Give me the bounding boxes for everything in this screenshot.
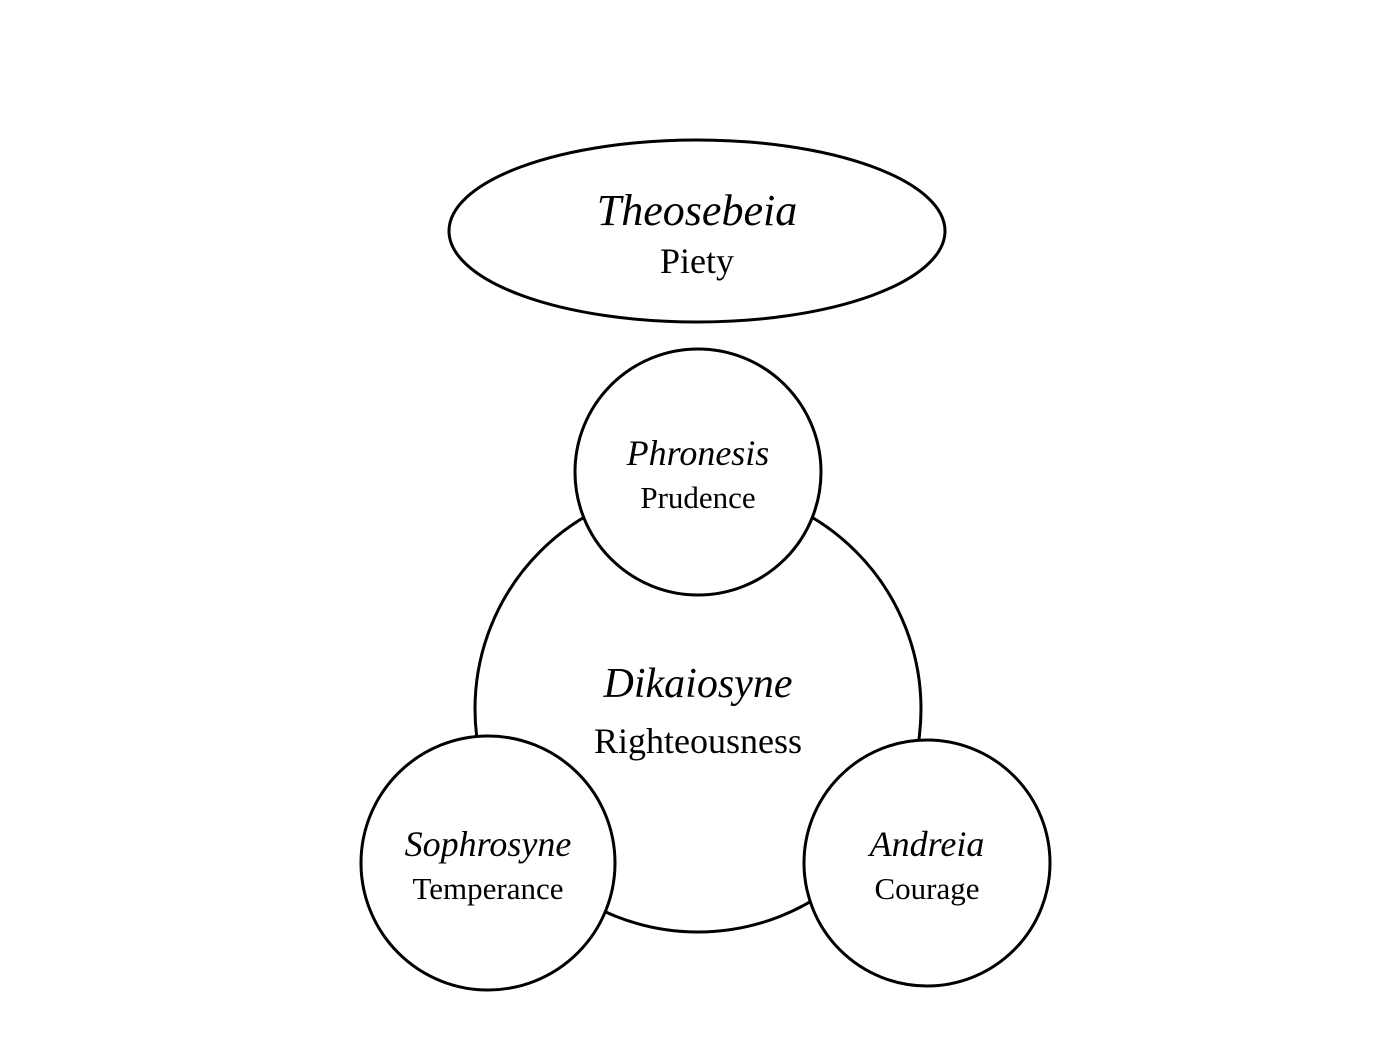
piety-greek-label: Theosebeia (597, 186, 797, 235)
righteousness-greek-label: Dikaiosyne (603, 661, 793, 707)
temperance-circle (359, 734, 617, 992)
courage-node: Andreia Courage (802, 738, 1052, 988)
courage-english-label: Courage (874, 871, 979, 906)
temperance-node: Sophrosyne Temperance (359, 734, 617, 992)
temperance-greek-label: Sophrosyne (405, 824, 572, 864)
temperance-english-label: Temperance (412, 871, 563, 906)
prudence-greek-label: Phronesis (626, 433, 770, 473)
righteousness-labels: Dikaiosyne Righteousness (594, 661, 802, 761)
piety-english-label: Piety (660, 241, 734, 281)
prudence-node: Phronesis Prudence (573, 347, 823, 597)
prudence-english-label: Prudence (640, 480, 755, 515)
righteousness-english-label: Righteousness (594, 721, 802, 761)
piety-ellipse (447, 138, 947, 324)
prudence-circle (573, 347, 823, 597)
piety-node: Theosebeia Piety (447, 138, 947, 324)
courage-circle (802, 738, 1052, 988)
courage-greek-label: Andreia (868, 824, 985, 864)
